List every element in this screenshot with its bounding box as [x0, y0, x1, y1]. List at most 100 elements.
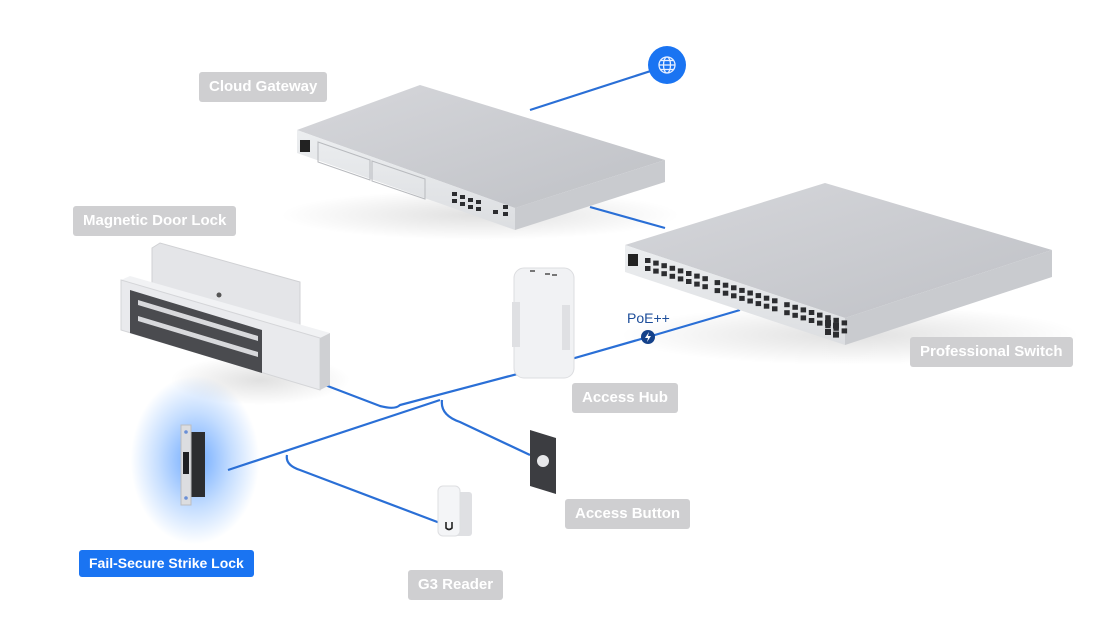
label-access-hub[interactable]: Access Hub — [572, 383, 678, 413]
switch-port — [731, 293, 737, 299]
switch-ports — [645, 258, 848, 338]
switch-port — [677, 276, 684, 282]
switch-port — [841, 328, 848, 334]
link-internet-gateway — [529, 66, 661, 112]
switch-port — [739, 287, 745, 293]
links — [227, 66, 741, 525]
link-gateway-switch — [589, 205, 666, 230]
hub-terminal-left — [512, 302, 520, 347]
switch-sfp-port — [825, 329, 831, 335]
label-magnetic-door-lock[interactable]: Magnetic Door Lock — [73, 206, 237, 236]
link-strike-reader — [285, 454, 441, 525]
link-hub-strike — [227, 398, 441, 472]
gateway-top — [297, 85, 665, 208]
maglock-screw — [216, 292, 222, 298]
maglock-top — [121, 276, 330, 338]
strike-screw-bottom — [184, 496, 188, 500]
switch-display — [628, 254, 638, 266]
switch-port — [669, 265, 676, 271]
switch-port — [755, 293, 762, 299]
reader-body — [437, 485, 461, 537]
hub-terminal-right — [562, 305, 570, 350]
switch-sfp-port — [825, 320, 831, 326]
switch-port — [808, 318, 815, 323]
gateway-side — [515, 160, 665, 230]
switch-port — [694, 281, 700, 287]
maglock-magnet-stripe-2 — [138, 316, 258, 357]
switch-port — [677, 268, 684, 274]
switch-port — [739, 295, 745, 301]
hub-ports — [530, 270, 557, 276]
switch-sfp-port — [833, 322, 839, 329]
switch-top — [625, 183, 1052, 318]
switch-port — [772, 306, 778, 312]
label-fail-secure-strike-lock[interactable]: Fail-Secure Strike Lock — [79, 550, 254, 577]
switch-port — [714, 288, 721, 294]
button-press — [537, 455, 549, 467]
switch-port — [645, 258, 651, 263]
magnetic-door-lock-device[interactable] — [120, 242, 330, 391]
gateway-display — [300, 140, 310, 152]
switch-port — [808, 310, 815, 315]
switch-port — [800, 315, 807, 321]
switch-port — [653, 268, 659, 274]
switch-port — [661, 271, 667, 277]
switch-port — [686, 271, 692, 276]
link-hub-button — [440, 399, 531, 456]
switch-port — [755, 301, 762, 307]
switch-port — [772, 298, 778, 304]
switch-port — [669, 273, 676, 279]
professional-switch-device[interactable] — [625, 183, 1052, 345]
switch-port — [661, 263, 667, 269]
access-button-device[interactable] — [530, 430, 556, 494]
globe-icon — [658, 56, 676, 74]
switch-port — [645, 266, 651, 271]
maglock-armature — [151, 242, 301, 331]
switch-port — [817, 312, 823, 318]
switch-port — [731, 285, 737, 291]
switch-port — [702, 284, 708, 290]
strike-screw-top — [184, 430, 188, 434]
switch-port — [653, 260, 659, 266]
switch-port — [784, 310, 790, 316]
gateway-drive-bay-2 — [371, 160, 426, 200]
switch-sfp-port — [833, 331, 839, 338]
power-bolt-icon — [645, 332, 651, 342]
switch-side — [845, 250, 1052, 345]
switch-port — [817, 320, 823, 326]
link-hub-maglock — [324, 366, 541, 409]
switch-port — [833, 317, 839, 323]
switch-port — [702, 276, 708, 282]
label-g3-reader[interactable]: G3 Reader — [408, 570, 504, 600]
switch-port — [763, 295, 770, 301]
gateway-drive-bay-1 — [317, 141, 371, 181]
strike-lock-device[interactable] — [180, 424, 205, 506]
switch-port — [763, 303, 770, 309]
poe-label: PoE++ — [627, 310, 670, 326]
strike-opening — [183, 452, 189, 474]
switch-port — [800, 307, 807, 313]
access-hub-device[interactable] — [512, 267, 575, 379]
switch-port — [722, 282, 729, 288]
label-cloud-gateway[interactable]: Cloud Gateway — [199, 72, 328, 102]
gateway-ports — [452, 192, 508, 216]
switch-port — [841, 320, 848, 326]
maglock-end — [320, 333, 330, 390]
g3-reader-device[interactable] — [437, 485, 472, 537]
cloud-gateway-device[interactable] — [297, 85, 665, 230]
label-professional-switch[interactable]: Professional Switch — [910, 337, 1073, 367]
switch-port — [784, 302, 790, 308]
switch-port — [792, 304, 798, 310]
switch-port — [714, 280, 721, 286]
ubiquiti-logo-icon — [445, 522, 453, 531]
internet-node[interactable] — [648, 46, 686, 84]
switch-port — [747, 298, 753, 304]
switch-port — [747, 290, 753, 296]
switch-port — [792, 312, 798, 318]
label-access-button[interactable]: Access Button — [565, 499, 691, 529]
switch-port — [722, 290, 729, 296]
maglock-magnet-stripe-1 — [138, 300, 258, 341]
switch-port — [686, 279, 692, 284]
